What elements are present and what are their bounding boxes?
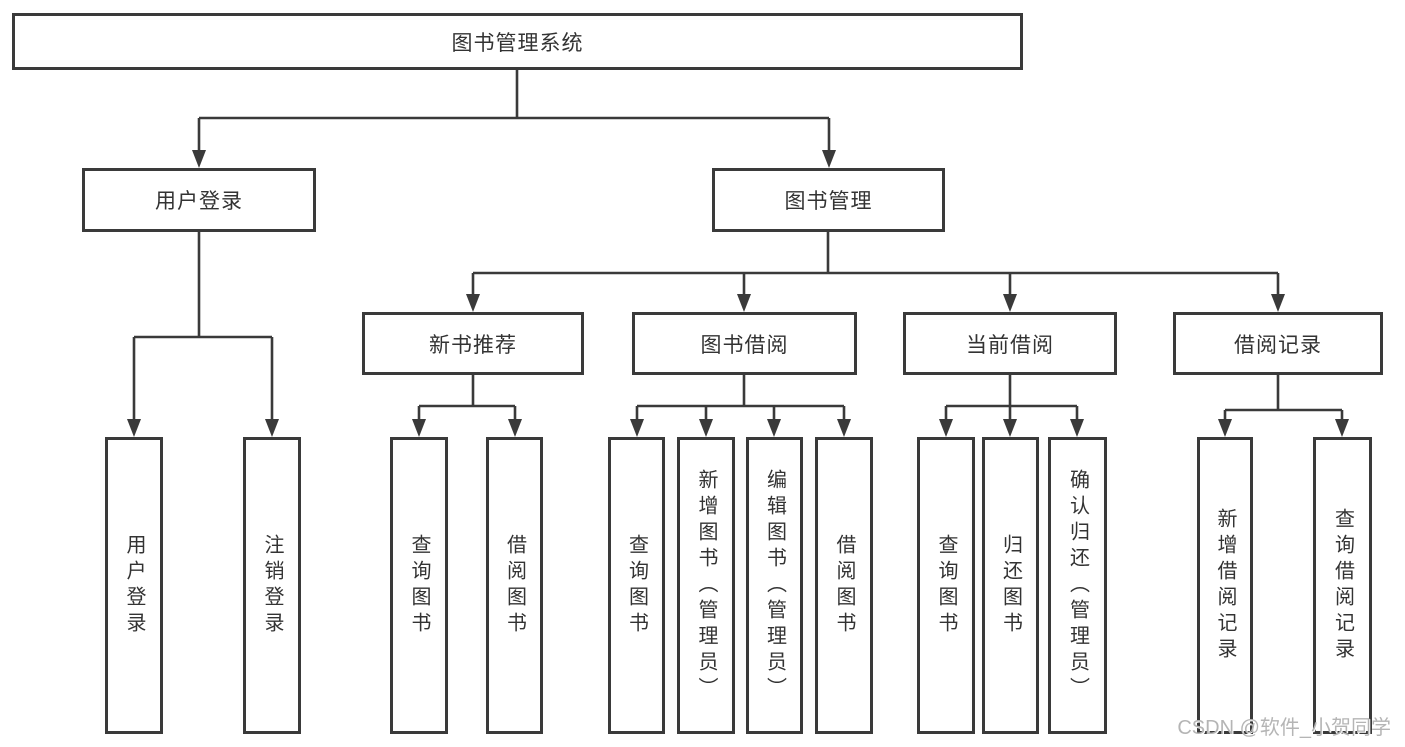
node-borrowing-records: 借阅记录 (1173, 312, 1383, 375)
node-leaf-logout: 注销登录 (243, 437, 301, 734)
node-leaf-query-borrow-record: 查询借阅记录 (1313, 437, 1372, 734)
watermark: CSDN @软件_小贺同学 (1177, 717, 1391, 739)
node-new-book-recommend: 新书推荐 (362, 312, 584, 375)
node-book-management: 图书管理 (712, 168, 945, 232)
node-leaf-return-books: 归还图书 (982, 437, 1039, 734)
node-leaf-confirm-return-admin: 确认归还（管理员） (1048, 437, 1107, 734)
node-leaf-add-borrow-record: 新增借阅记录 (1197, 437, 1253, 734)
node-user-login: 用户登录 (82, 168, 316, 232)
node-leaf-user-login: 用户登录 (105, 437, 163, 734)
node-leaf-query-books-recommend: 查询图书 (390, 437, 448, 734)
node-leaf-borrow-books: 借阅图书 (815, 437, 873, 734)
node-current-borrowing: 当前借阅 (903, 312, 1117, 375)
node-book-borrowing: 图书借阅 (632, 312, 857, 375)
node-leaf-query-books-borrow: 查询图书 (608, 437, 665, 734)
node-leaf-query-books-current: 查询图书 (917, 437, 975, 734)
node-library-system: 图书管理系统 (12, 13, 1023, 70)
node-leaf-borrow-books-recommend: 借阅图书 (486, 437, 543, 734)
node-leaf-add-book-admin: 新增图书（管理员） (677, 437, 735, 734)
node-leaf-edit-book-admin: 编辑图书（管理员） (746, 437, 803, 734)
